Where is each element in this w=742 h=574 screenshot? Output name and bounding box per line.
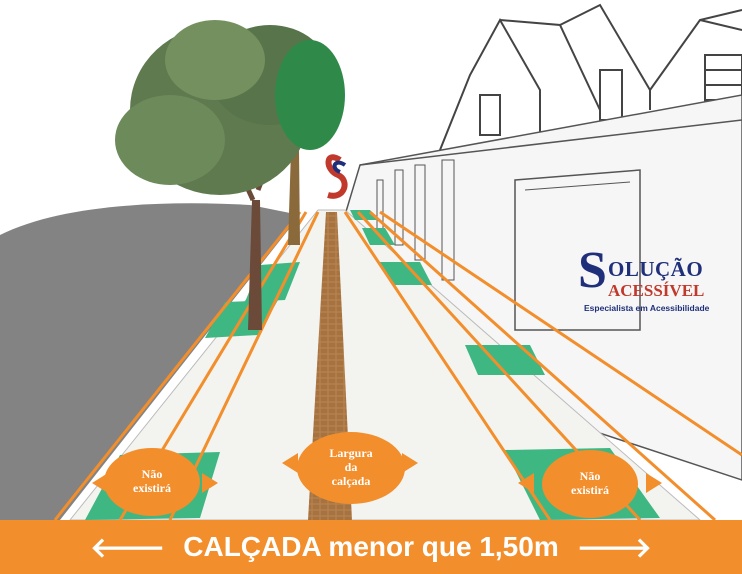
badge-left-label: Não existirá <box>133 467 171 495</box>
road <box>0 203 300 520</box>
logo-initial: S <box>578 242 607 299</box>
logo-line2: ACESSÍVEL <box>608 281 705 300</box>
badge-left-not-exist: Não existirá <box>104 448 200 516</box>
badge-right-label: Não existirá <box>571 469 609 497</box>
badge-center-sidewalk-width: Largura da calçada <box>297 432 405 504</box>
badge-center-label: Largura da calçada <box>329 446 373 488</box>
arrow-right-icon: 🡒 <box>576 532 652 563</box>
footer-title: CALÇADA menor que 1,50m <box>183 531 559 562</box>
tree <box>115 20 345 330</box>
logo-line1: OLUÇÃO <box>608 257 704 281</box>
arrow-left-icon: 🡐 <box>90 532 166 563</box>
logo-tagline: Especialista em Acessibilidade <box>584 303 710 313</box>
brand-logo: S OLUÇÃO ACESSÍVEL Especialista em Acess… <box>578 245 728 325</box>
badge-right-not-exist: Não existirá <box>542 450 638 518</box>
footer-banner: 🡐 CALÇADA menor que 1,50m 🡒 <box>0 520 742 574</box>
small-s-logo <box>325 154 348 199</box>
